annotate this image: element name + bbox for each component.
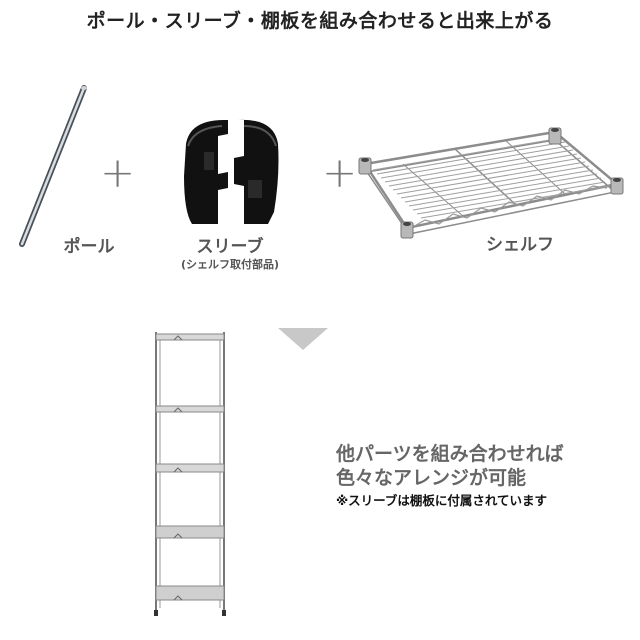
plus-icon: +: [322, 148, 358, 197]
wire-shelf-icon: [358, 127, 624, 239]
pole-image: [14, 84, 94, 254]
page-title: ポール・スリーブ・棚板を組み合わせると出来上がる: [86, 10, 554, 32]
sleeve-image: [182, 116, 282, 226]
down-arrow: [278, 328, 328, 350]
assembled-rack-icon: [154, 332, 226, 616]
sleeve-note: ※スリーブは棚板に付属されています: [336, 493, 548, 508]
sleeve-sublabel: (シェルフ取付部品): [180, 258, 280, 271]
sleeve-icon: [184, 119, 279, 224]
plus-icon: +: [100, 148, 136, 197]
description-line-2: 色々なアレンジが可能: [336, 467, 527, 489]
pole-icon: [19, 85, 87, 247]
sleeve-label: スリーブ: [196, 237, 264, 257]
assembled-rack-image: [150, 330, 230, 620]
shelf-image: [355, 124, 630, 244]
description-line-1: 他パーツを組み合わせれば: [336, 443, 564, 465]
down-triangle-icon: [278, 328, 328, 350]
pole-label: ポール: [63, 237, 115, 257]
shelf-label: シェルフ: [486, 235, 554, 255]
